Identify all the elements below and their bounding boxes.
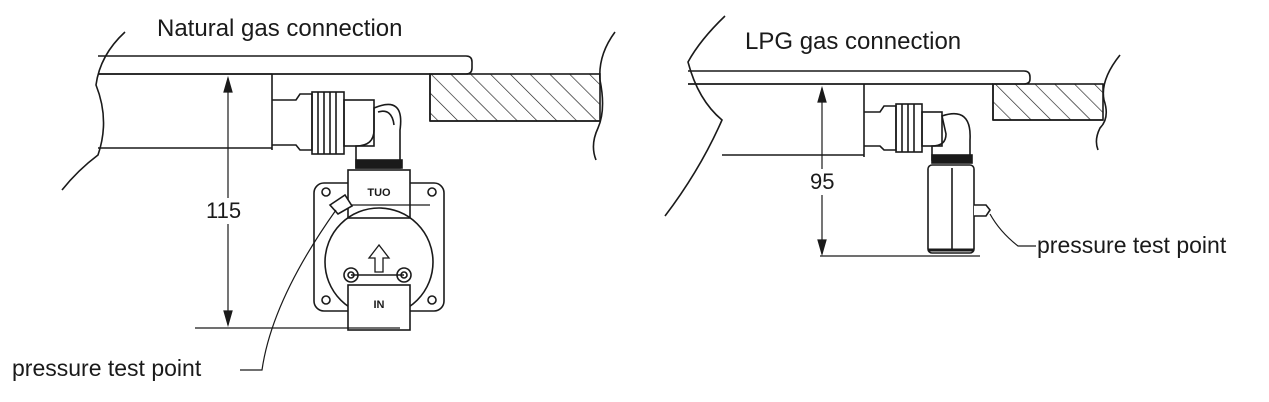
natural-break-right [592,31,616,161]
natural-dimension-label: 115 [204,198,244,224]
natural-pressure-test-label: pressure test point [12,355,202,381]
lpg-break-right [1095,54,1121,151]
lpg-gas-title: LPG gas connection [745,28,962,55]
natural-pipe-connector [272,91,403,169]
natural-gas-title: Natural gas connection [157,15,403,42]
lpg-dimension-label: 95 [808,169,837,195]
natural-hatched-section [429,73,601,122]
natural-regulator [313,169,445,331]
lpg-regulator [927,164,991,254]
natural-break-left [61,31,126,191]
natural-valve-out-label: TUO [367,187,391,199]
lpg-break-left [664,15,726,217]
natural-cooker-body [98,74,273,150]
lpg-cooker-body [722,84,865,157]
lpg-hatched-section [992,83,1104,121]
lpg-pressure-leader [989,213,1036,247]
lpg-pressure-test-label: pressure test point [1037,232,1227,258]
lpg-pipe-connector [864,103,973,164]
natural-valve-in-label: IN [374,299,385,311]
lpg-countertop [688,70,1031,85]
natural-pressure-leader [240,209,337,371]
lpg-drawing [664,15,1121,257]
natural-gas-drawing [61,31,616,371]
natural-countertop [98,55,473,75]
